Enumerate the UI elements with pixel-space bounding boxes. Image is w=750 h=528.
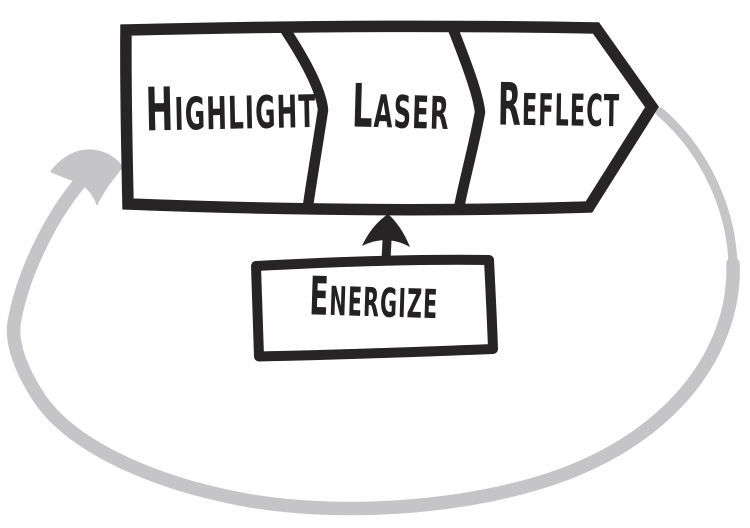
loop-curve-start [655, 107, 738, 269]
energize-box-outline [251, 254, 498, 362]
energize-box [251, 254, 498, 362]
process-banner [120, 20, 659, 216]
loop-arrow [6, 107, 740, 516]
stage-label-laser: LASER [351, 71, 451, 142]
stage-divider-1 [280, 25, 329, 212]
energize-arrow [362, 214, 410, 265]
energize-arrowhead-icon [362, 214, 410, 247]
energize-label: ENERGIZE [308, 265, 440, 329]
loop-curve [6, 173, 740, 516]
loop-arrowhead-icon [50, 149, 123, 206]
stage-label-highlight: HIGHLIGHT [144, 74, 317, 146]
stage-divider-2 [447, 23, 486, 214]
stage-label-reflect: REFLECT [497, 70, 621, 139]
